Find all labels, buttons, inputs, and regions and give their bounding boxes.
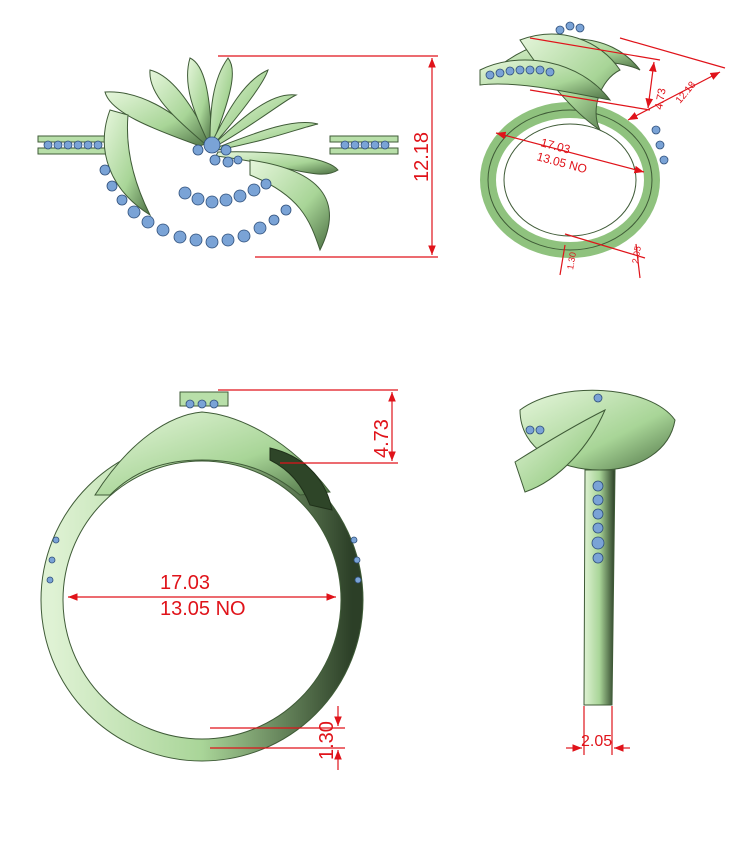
front-head-height-label: 4.73 bbox=[371, 419, 393, 458]
side-dimensions: 2.05 bbox=[566, 706, 630, 755]
perspective-shank-b-label: 2.05 bbox=[630, 245, 643, 264]
front-diameter-label: 17.03 bbox=[160, 572, 210, 594]
right-band bbox=[329, 135, 399, 155]
top-height-dimension: 12.18 bbox=[218, 55, 438, 258]
perspective-shank-a-label: 1.30 bbox=[565, 251, 578, 270]
top-height-label: 12.18 bbox=[411, 132, 433, 182]
front-shank-thickness-label: 1.30 bbox=[316, 721, 338, 760]
swirl-petals bbox=[103, 57, 339, 252]
front-view: 4.73 17.03 13.05 NO 1.30 bbox=[40, 389, 398, 770]
side-view: 2.05 bbox=[514, 389, 676, 755]
perspective-stones bbox=[485, 21, 669, 165]
side-shank-width-label: 2.05 bbox=[581, 733, 612, 750]
front-dimensions: 4.73 17.03 13.05 NO 1.30 bbox=[68, 389, 398, 770]
perspective-width-label: 12.18 bbox=[674, 79, 699, 106]
top-view: 12.18 bbox=[37, 55, 438, 258]
perspective-height-label: 4.73 bbox=[653, 87, 669, 110]
stone-arc-inner bbox=[178, 178, 272, 209]
front-stones bbox=[46, 391, 362, 584]
center-stones bbox=[192, 136, 243, 168]
side-stones bbox=[525, 393, 605, 564]
left-band bbox=[37, 135, 109, 155]
perspective-view: 4.73 12.18 17.03 13.05 NO 1.30 2.05 bbox=[479, 21, 726, 279]
front-size-label: 13.05 NO bbox=[160, 598, 246, 620]
stone-arc-outer bbox=[99, 164, 292, 249]
